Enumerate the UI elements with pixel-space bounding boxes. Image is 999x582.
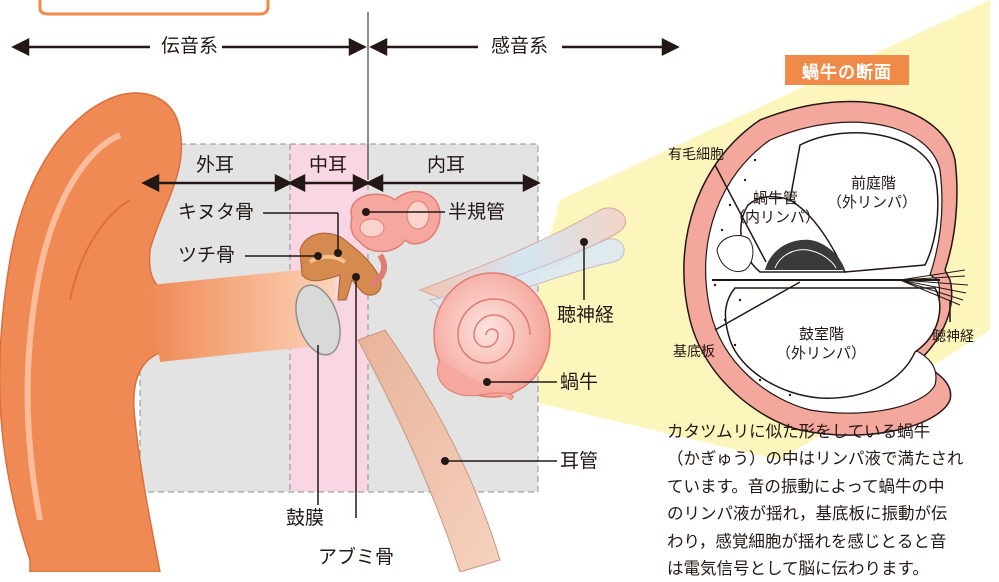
stapes-dot <box>352 273 360 281</box>
eardrum-label: 鼓膜 <box>286 507 325 529</box>
ossicles <box>299 232 382 301</box>
scala-vestibuli-sub-label: （外リンパ） <box>827 193 918 211</box>
eustachian-tube-label: 耳管 <box>560 450 599 472</box>
middle-ear-label: 中耳 <box>309 154 348 176</box>
description-line: カタツムリに似た形をしている蝸牛 <box>667 422 931 441</box>
scala-tympani-sub-label: （外リンパ） <box>776 344 867 362</box>
ear-canal <box>150 270 335 362</box>
eardrum <box>295 284 341 356</box>
semicircular-canal-label: 半規管 <box>448 201 506 223</box>
cross-section-nerve-label: 聴神経 <box>932 329 974 345</box>
outer-ear-label: 外耳 <box>196 154 235 176</box>
cross-section-title: 蝸牛の断面 <box>785 55 909 85</box>
scala-tympani-label: 鼓室階 <box>799 325 845 343</box>
incus-label: キヌタ骨 <box>178 201 255 223</box>
cochlea <box>433 272 551 401</box>
description-text: カタツムリに似た形をしている蝸牛 （かぎゅう）の中はリンパ液で満たされ ています… <box>667 418 999 582</box>
leader-lines <box>245 164 951 505</box>
cochlea-cross-section <box>683 100 969 436</box>
conductive-system-label: 伝音系 <box>157 37 223 56</box>
semicircular-canals <box>350 190 441 288</box>
description-line: ています。音の振動によって蝸牛の中 <box>667 476 945 496</box>
cochlea-label: 蝸牛 <box>560 371 599 393</box>
corner-frame <box>38 0 270 16</box>
stapes-label: アブミ骨 <box>318 546 395 568</box>
description-line: は電気信号として脳に伝わります。 <box>667 559 929 579</box>
basilar-membrane-label: 基底板 <box>673 344 715 360</box>
scala-media-sub-label: （内リンパ） <box>730 208 821 226</box>
hair-cell-label: 有毛細胞 <box>668 147 724 163</box>
scala-vestibuli-label: 前庭階 <box>851 174 897 192</box>
description-line: のリンパ液が揺れ，基底板に振動が伝 <box>667 504 948 524</box>
scala-media-label: 蝸牛管 <box>753 189 799 207</box>
eustachian-tube <box>357 329 501 572</box>
description-line: わり，感覚細胞が揺れを感じとると音 <box>667 531 947 551</box>
sensorineural-system-label: 感音系 <box>487 37 553 56</box>
inner-ear-label: 内耳 <box>427 154 466 176</box>
description-line: （かぎゅう）の中はリンパ液で満たされ <box>667 449 964 469</box>
auditory-nerve-label: 聴神経 <box>557 304 615 326</box>
arrows <box>11 37 680 193</box>
malleus-label: ツチ骨 <box>178 244 236 266</box>
auricle <box>0 92 281 572</box>
